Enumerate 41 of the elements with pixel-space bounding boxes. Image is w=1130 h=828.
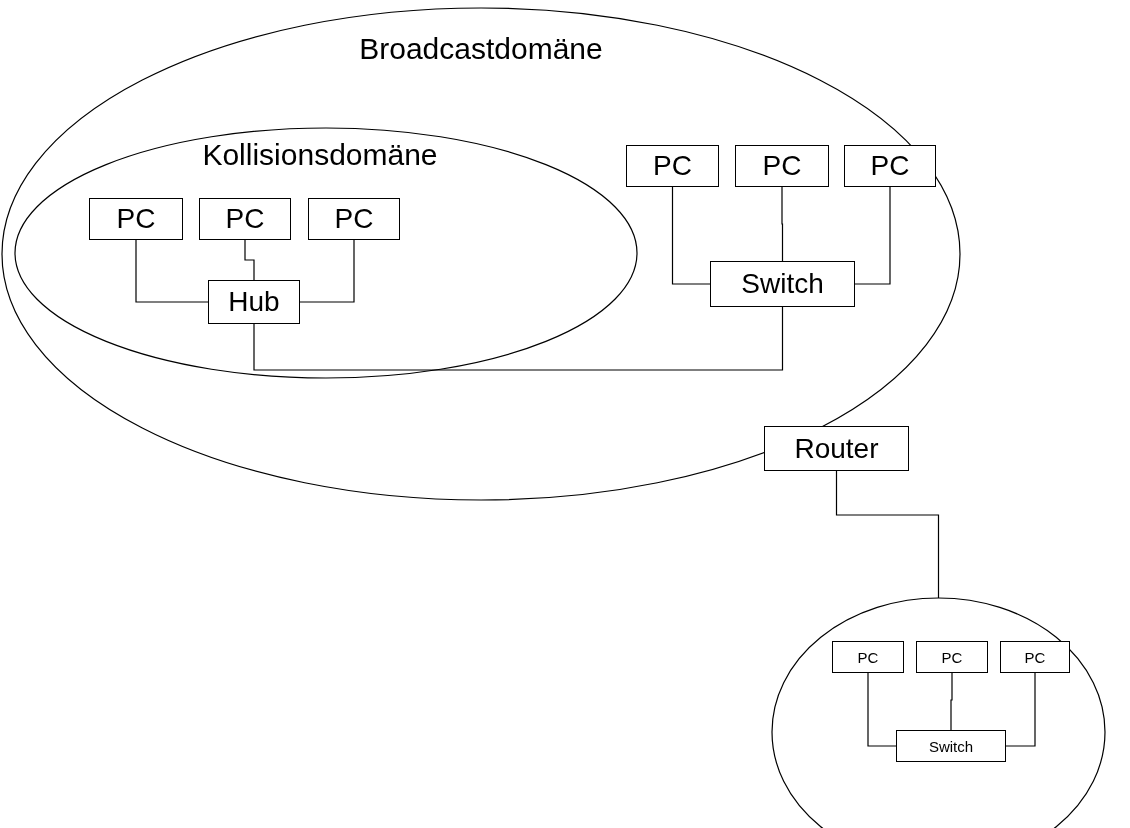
device-box — [735, 145, 829, 187]
device-box — [199, 198, 291, 240]
network-cable — [299, 239, 355, 303]
device-box — [1000, 641, 1070, 673]
domain-label: Kollisionsdomäne — [202, 138, 438, 171]
domain-label: Broadcastdomäne — [359, 32, 603, 65]
network-cable — [244, 239, 255, 281]
device-label: PC — [334, 205, 374, 233]
device-label: PC — [225, 205, 265, 233]
network-cable — [854, 186, 891, 285]
device-box — [89, 198, 183, 240]
device-label: PC — [653, 152, 692, 180]
network-cable — [671, 186, 711, 285]
device-label: PC — [762, 152, 802, 180]
device-label: Switch — [741, 270, 824, 298]
network-cable — [867, 672, 897, 747]
device-box — [208, 280, 300, 324]
device-label: PC — [870, 152, 910, 180]
device-label: Switch — [928, 738, 974, 754]
device-box — [308, 198, 400, 240]
device-box — [764, 426, 909, 471]
device-label: PC — [857, 649, 879, 665]
network-cable — [950, 672, 953, 731]
device-label: PC — [116, 205, 156, 233]
device-label: PC — [1024, 649, 1046, 665]
device-box — [844, 145, 936, 187]
network-cable — [253, 306, 784, 371]
domain-ellipse — [2, 8, 960, 500]
device-label: PC — [941, 649, 963, 665]
device-label: Hub — [228, 288, 280, 316]
device-label: Router — [794, 434, 879, 463]
device-box — [916, 641, 988, 673]
device-box — [710, 261, 855, 307]
device-box — [896, 730, 1006, 762]
network-cable — [835, 470, 940, 599]
device-box — [832, 641, 904, 673]
network-cable — [781, 186, 784, 262]
network-cable — [135, 239, 209, 303]
domain-ellipse — [15, 128, 637, 378]
network-cable — [1005, 672, 1036, 747]
device-box — [626, 145, 719, 187]
